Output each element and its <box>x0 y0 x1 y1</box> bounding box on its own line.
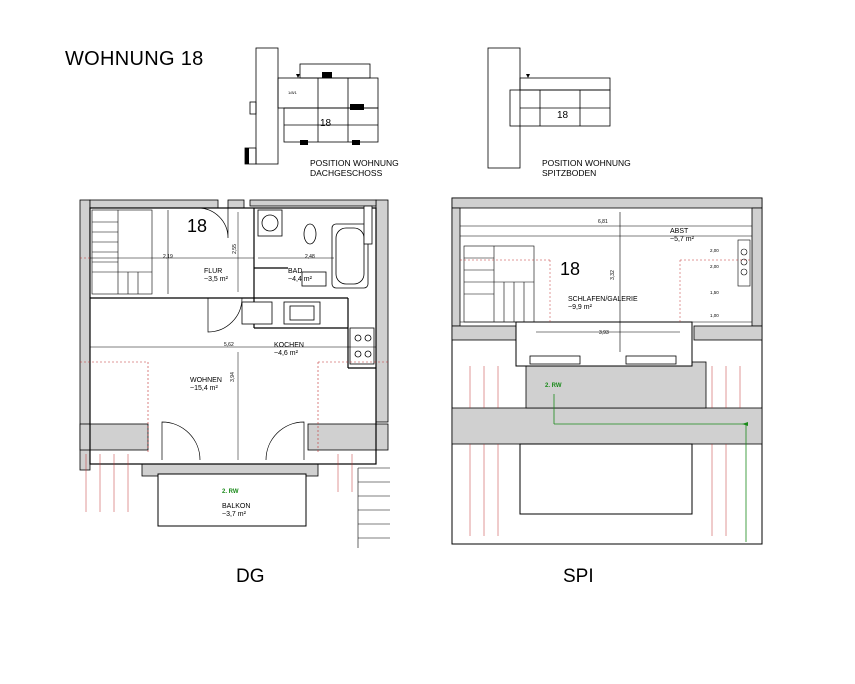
room-bad-name: BAD <box>288 268 303 275</box>
key-plan-dg-caption-line1: POSITION WOHNUNG <box>310 158 399 168</box>
room-bad-area: ~4,4 m² <box>288 276 312 283</box>
room-kochen: KOCHEN ~4,6 m² <box>274 342 304 358</box>
room-schlafen-name: SCHLAFEN/GALERIE <box>568 296 638 303</box>
key-plan-spi-caption-line2: SPITZBODEN <box>542 168 597 178</box>
key-plan-dachgeschoss: 1/8/1 <box>244 47 379 165</box>
key-plan-spi-caption: POSITION WOHNUNG SPITZBODEN <box>542 158 631 178</box>
room-flur-name: FLUR <box>204 268 223 275</box>
room-wohnen: WOHNEN ~15,4 m² <box>190 377 222 393</box>
room-balkon: BALKON ~3,7 m² <box>222 503 250 519</box>
floor-label-dg: DG <box>236 566 265 587</box>
floor-plan-dg <box>79 199 390 548</box>
room-schlafen-area: ~9,9 m² <box>568 304 592 311</box>
room-wohnen-area: ~15,4 m² <box>190 385 218 392</box>
room-balkon-name: BALKON <box>222 503 251 510</box>
key-plan-dg-caption: POSITION WOHNUNG DACHGESCHOSS <box>310 158 399 178</box>
room-wohnen-name: WOHNEN <box>190 377 222 384</box>
room-flur: FLUR ~3,5 m² <box>204 268 228 284</box>
dg-dim-3: 2,48 <box>305 254 315 260</box>
dg-dim-1: 2,19 <box>163 254 173 260</box>
floor-plan-spi <box>451 197 763 545</box>
spi-height-2: 2,00 <box>710 264 719 269</box>
dg-dim-5: 3,94 <box>229 372 236 382</box>
spi-dim-3: 3,93 <box>599 330 609 336</box>
spi-height-4: 1,00 <box>710 313 719 318</box>
floor-label-spi: SPI <box>563 566 594 587</box>
page-title: WOHNUNG 18 <box>65 48 204 70</box>
room-balkon-area: ~3,7 m² <box>222 511 246 518</box>
spi-height-3: 1,50 <box>710 290 719 295</box>
room-kochen-name: KOCHEN <box>274 342 304 349</box>
room-schlafen-galerie: SCHLAFEN/GALERIE ~9,9 m² <box>568 296 638 312</box>
dg-rw-marker: 2. RW <box>222 489 239 495</box>
spi-unit-number: 18 <box>560 259 581 279</box>
dg-dim-2: 2,55 <box>231 244 238 254</box>
room-abst-area: ~5,7 m² <box>670 236 694 243</box>
key-plan-spi-caption-line1: POSITION WOHNUNG <box>542 158 631 168</box>
room-bad: BAD ~4,4 m² <box>288 268 312 284</box>
spi-dim-2: 3,32 <box>609 270 616 280</box>
key-plan-dg-caption-line2: DACHGESCHOSS <box>310 168 383 178</box>
room-flur-area: ~3,5 m² <box>204 276 228 283</box>
room-kochen-area: ~4,6 m² <box>274 350 298 357</box>
key-plan-spitzboden <box>487 47 611 169</box>
key-plan-spi-unit-number: 18 <box>557 110 569 121</box>
dg-unit-number: 18 <box>187 216 208 236</box>
svg-text:1/8/1: 1/8/1 <box>288 90 298 95</box>
dg-dim-4: 5,62 <box>224 342 234 348</box>
spi-dim-1: 6,81 <box>598 219 608 225</box>
key-plan-dg-unit-number: 18 <box>320 118 332 129</box>
spi-rw-marker: 2. RW <box>545 383 562 389</box>
room-abst-name: ABST <box>670 228 689 235</box>
room-abst: ABST ~5,7 m² <box>670 228 694 244</box>
spi-height-1: 2,00 <box>710 248 719 253</box>
